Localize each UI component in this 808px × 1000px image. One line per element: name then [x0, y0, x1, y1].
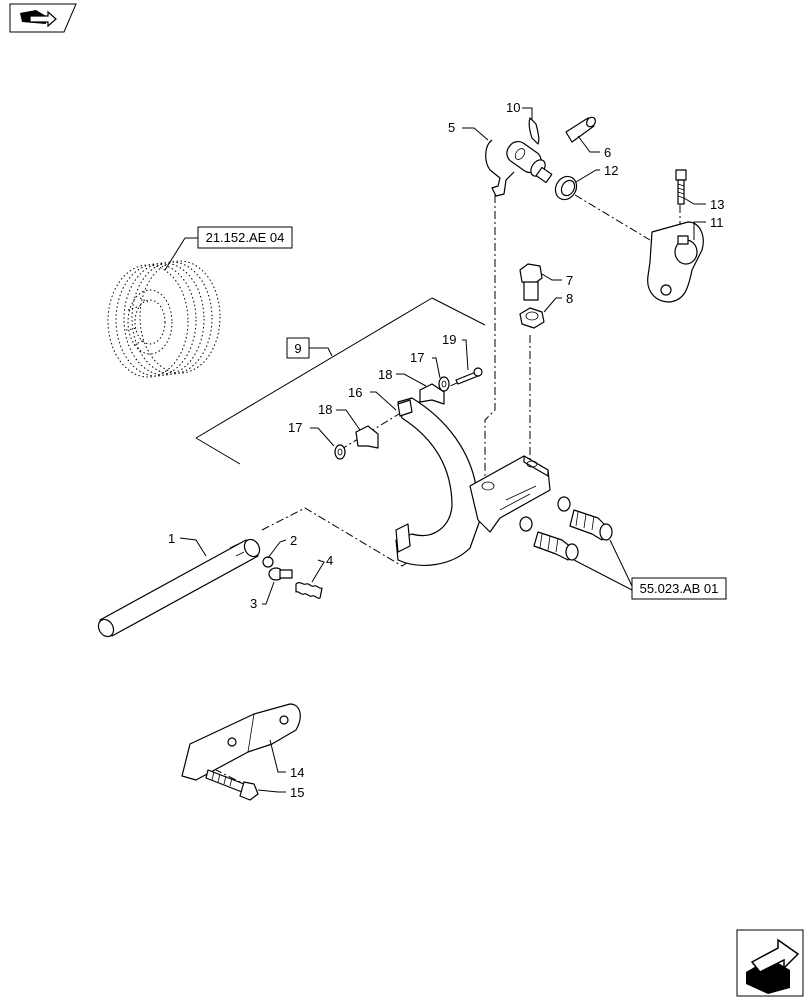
callout-17-upper: 17 — [410, 350, 424, 365]
ref-top-label: 21.152.AE 04 — [206, 230, 285, 245]
callout-7: 7 — [566, 273, 573, 288]
part-6-roll-pin — [565, 116, 596, 143]
callout-11: 11 — [710, 215, 724, 230]
callout-15: 15 — [290, 785, 304, 800]
part-14-bracket — [181, 703, 301, 781]
part-1-shaft — [97, 538, 261, 638]
fitting-upper — [557, 496, 613, 541]
callout-14: 14 — [290, 765, 304, 780]
callout-labels: 1 2 3 4 5 6 7 8 10 11 12 13 14 15 16 17 … — [168, 100, 724, 800]
callout-1: 1 — [168, 531, 175, 546]
callout-leaders — [179, 107, 706, 793]
part-18-pad-upper — [419, 383, 445, 405]
callout-6: 6 — [604, 145, 611, 160]
callout-12: 12 — [604, 163, 618, 178]
next-page-arrow-icon[interactable] — [736, 929, 804, 997]
part-13-bolt — [675, 169, 687, 205]
callout-8: 8 — [566, 291, 573, 306]
callout-16: 16 — [348, 385, 362, 400]
part-17-washer-upper — [438, 376, 450, 392]
callout-10: 10 — [506, 100, 520, 115]
reference-box-9[interactable]: 9 — [286, 337, 310, 359]
bracket-line-top — [195, 297, 433, 439]
part-8-nut — [519, 307, 545, 329]
ref-box-label: 9 — [294, 341, 301, 356]
reference-55-023-ab-01[interactable]: 55.023.AB 01 — [631, 577, 727, 600]
callout-4: 4 — [326, 553, 333, 568]
part-12-washer — [554, 175, 578, 201]
clutch-gear-drawing — [107, 260, 221, 378]
callout-19: 19 — [442, 332, 456, 347]
callout-17-lower: 17 — [288, 420, 302, 435]
callout-3: 3 — [250, 596, 257, 611]
callout-13: 13 — [710, 197, 724, 212]
axis-line-vertical — [484, 195, 496, 480]
part-5-shift-lever — [485, 139, 553, 197]
part-18-pad-lower — [355, 425, 379, 449]
bracket-line-bottom — [195, 437, 241, 465]
part-16-shift-fork — [395, 397, 551, 566]
part-19-pin — [455, 367, 483, 385]
callout-2: 2 — [290, 533, 297, 548]
part-7-bolt — [519, 263, 543, 301]
part-11-lever — [647, 221, 704, 303]
axis-line-shaft — [261, 507, 419, 567]
part-3-plunger — [268, 567, 293, 581]
leader-ref-top — [164, 237, 186, 271]
part-2-ball — [262, 556, 274, 568]
part-15-bolt — [205, 769, 259, 801]
callout-18-lower: 18 — [318, 402, 332, 417]
ref-right-label: 55.023.AB 01 — [640, 581, 719, 596]
part-10-pin — [528, 117, 540, 145]
part-17-washer-lower — [334, 444, 346, 460]
callout-18-upper: 18 — [378, 367, 392, 382]
book-arrow-icon[interactable] — [9, 3, 77, 33]
callout-5: 5 — [448, 120, 455, 135]
part-4-spring — [295, 581, 323, 599]
reference-21-152-ae-04[interactable]: 21.152.AE 04 — [197, 226, 293, 249]
fitting-lower — [519, 516, 579, 561]
